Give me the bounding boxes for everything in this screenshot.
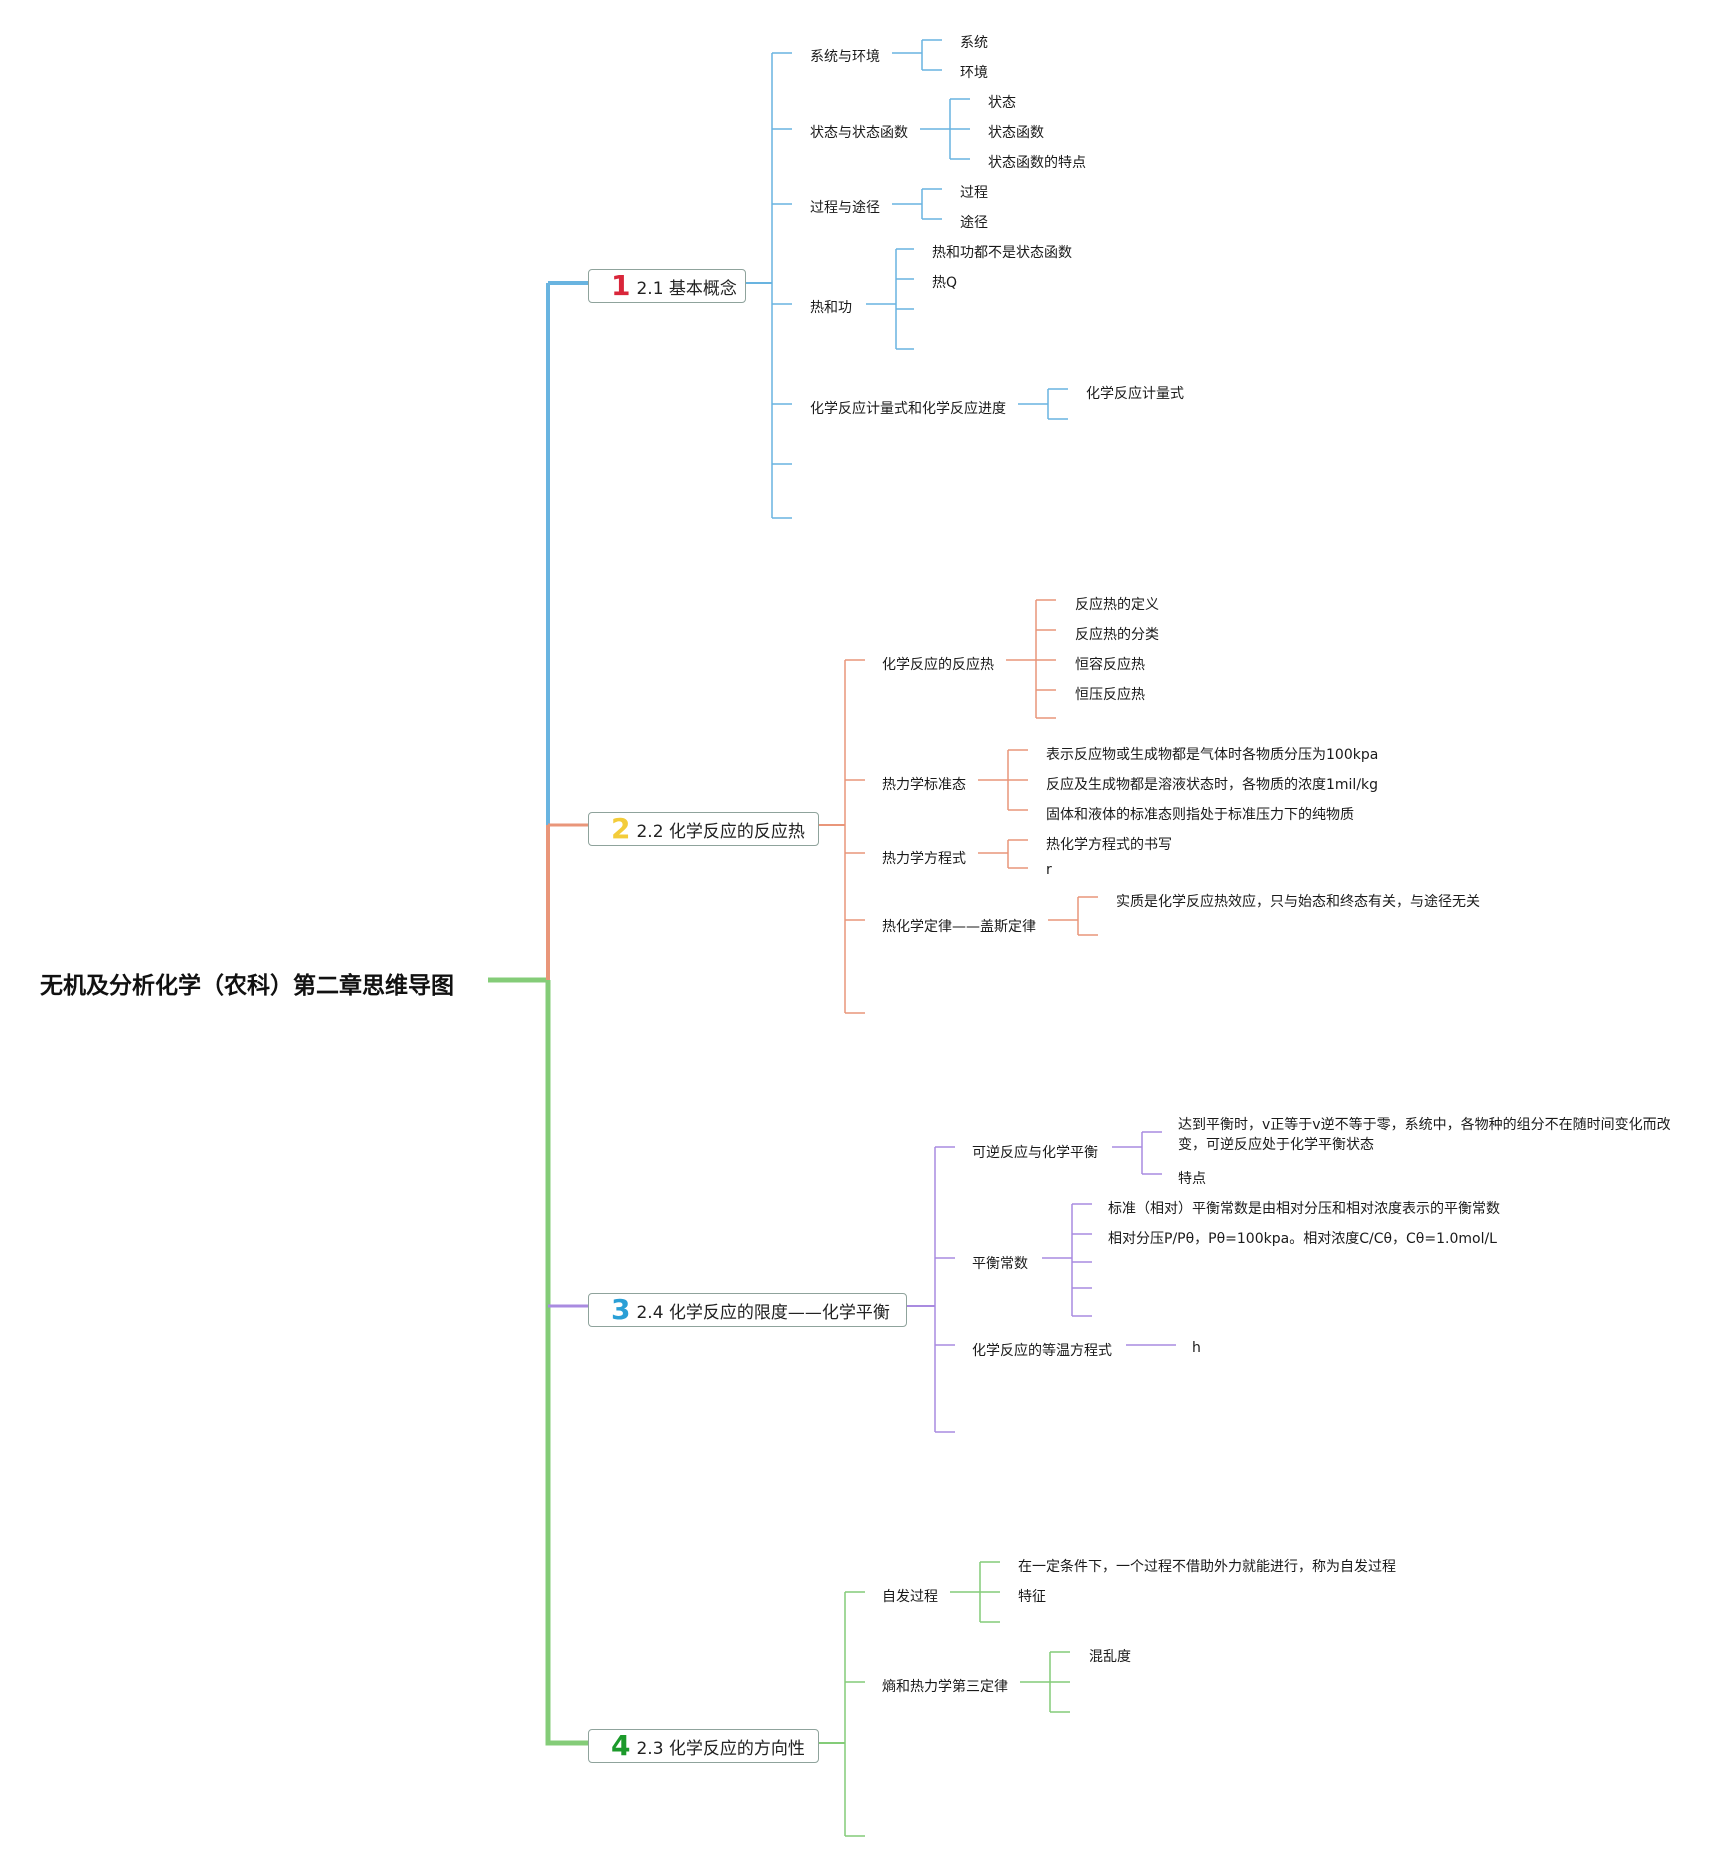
leaf-node[interactable]: 反应及生成物都是溶液状态时，各物质的浓度1mil/kg	[1046, 777, 1379, 793]
leaf-bracket	[1006, 599, 1056, 719]
leaf-node[interactable]: 热化学方程式的书写	[1046, 837, 1172, 853]
trunk-lower	[545, 980, 588, 1746]
leaf-bracket	[892, 188, 942, 220]
leaf-node[interactable]: 状态函数	[988, 125, 1044, 141]
subtopic-equilibrium-constant[interactable]: 平衡常数	[972, 1256, 1028, 1272]
leaf-node[interactable]: 过程	[960, 185, 988, 201]
topic-number-1: 1	[611, 269, 631, 302]
subtopic-thermo-equation[interactable]: 热力学方程式	[882, 851, 966, 867]
topic-chemical-equilibrium[interactable]: 3 2.4 化学反应的限度——化学平衡	[588, 1293, 907, 1327]
leaf-node[interactable]: 途径	[960, 215, 988, 231]
subtopic-entropy-third-law[interactable]: 熵和热力学第三定律	[882, 1679, 1008, 1695]
leaf-node[interactable]: 实质是化学反应热效应，只与始态和终态有关，与途径无关	[1116, 894, 1480, 910]
leaf-node[interactable]: 达到平衡时，v正等于v逆不等于零，系统中，各物种的组分不在随时间变化而改变，可逆…	[1178, 1117, 1671, 1153]
subtopic-hess-law[interactable]: 热化学定律——盖斯定律	[882, 919, 1036, 935]
leaf-bracket	[1020, 1651, 1070, 1713]
leaf-node[interactable]: 状态	[988, 95, 1016, 111]
leaf-bracket	[1048, 896, 1098, 936]
leaf-bracket	[1112, 1131, 1162, 1175]
leaf-node[interactable]: 特征	[1018, 1589, 1046, 1605]
subtopic-stoichiometry[interactable]: 化学反应计量式和化学反应进度	[810, 401, 1006, 417]
leaf-node[interactable]: h	[1192, 1340, 1201, 1356]
subtopic-reversible-reaction[interactable]: 可逆反应与化学平衡	[972, 1145, 1098, 1161]
leaf-node[interactable]: 热和功都不是状态函数	[932, 245, 1072, 261]
subtopic-isotherm-equation[interactable]: 化学反应的等温方程式	[972, 1343, 1112, 1359]
leaf-node[interactable]: 恒压反应热	[1075, 687, 1145, 703]
subtopic-system-environment[interactable]: 系统与环境	[810, 49, 880, 65]
subtopic-reaction-heat[interactable]: 化学反应的反应热	[882, 657, 994, 673]
topic-label: 2.4 化学反应的限度——化学平衡	[636, 1302, 890, 1323]
leaf-node[interactable]: 状态函数的特点	[988, 155, 1086, 171]
topic-basic-concepts[interactable]: 1 2.1 基本概念	[588, 269, 746, 303]
leaf-node[interactable]: r	[1046, 862, 1052, 878]
topic-number-4: 4	[611, 1729, 631, 1762]
leaf-bracket	[920, 98, 970, 160]
topic-label: 2.3 化学反应的方向性	[636, 1738, 805, 1759]
leaf-node[interactable]: 相对分压P/Pθ，Pθ=100kpa。相对浓度C/Cθ，Cθ=1.0mol/L	[1108, 1231, 1497, 1247]
subtopic-standard-state[interactable]: 热力学标准态	[882, 777, 966, 793]
leaf-node[interactable]: 固体和液体的标准态则指处于标准压力下的纯物质	[1046, 807, 1354, 823]
leaf-node[interactable]: 特点	[1178, 1171, 1206, 1187]
leaf-node[interactable]: 恒容反应热	[1075, 657, 1145, 673]
leaf-bracket	[892, 39, 942, 71]
leaf-node[interactable]: 标准（相对）平衡常数是由相对分压和相对浓度表示的平衡常数	[1108, 1201, 1500, 1217]
subtopic-heat-work[interactable]: 热和功	[810, 300, 852, 316]
root-title: 无机及分析化学（农科）第二章思维导图	[40, 973, 454, 999]
leaf-bracket	[950, 1561, 1000, 1623]
leaf-node[interactable]: 混乱度	[1089, 1649, 1131, 1665]
leaf-node[interactable]: 反应热的定义	[1075, 597, 1159, 613]
topic-label: 2.1 基本概念	[636, 278, 737, 299]
leaf-node[interactable]: 系统	[960, 35, 988, 51]
leaf-node[interactable]: 表示反应物或生成物都是气体时各物质分压为100kpa	[1046, 747, 1379, 763]
leaf-node[interactable]: 环境	[960, 65, 988, 81]
leaf-node[interactable]: 反应热的分类	[1075, 627, 1159, 643]
leaf-bracket	[1018, 388, 1068, 420]
leaf-bracket	[1042, 1203, 1092, 1317]
subtopic-state-function[interactable]: 状态与状态函数	[810, 125, 908, 141]
topic-number-3: 3	[611, 1293, 631, 1326]
topic-label: 2.2 化学反应的反应热	[636, 821, 805, 842]
topic-reaction-heat[interactable]: 2 2.2 化学反应的反应热	[588, 812, 819, 846]
subtopic-process-path[interactable]: 过程与途径	[810, 200, 880, 216]
leaf-node[interactable]: 热Q	[932, 275, 958, 291]
subtopic-spontaneous-process[interactable]: 自发过程	[882, 1589, 938, 1605]
leaf-bracket	[978, 749, 1028, 811]
leaf-node[interactable]: 在一定条件下，一个过程不借助外力就能进行，称为自发过程	[1018, 1559, 1396, 1575]
leaf-bracket	[978, 839, 1028, 869]
topic-number-2: 2	[611, 812, 631, 845]
leaf-node[interactable]: 化学反应计量式	[1086, 386, 1184, 402]
topic-reaction-direction[interactable]: 4 2.3 化学反应的方向性	[588, 1729, 819, 1763]
leaf-bracket	[866, 248, 914, 350]
